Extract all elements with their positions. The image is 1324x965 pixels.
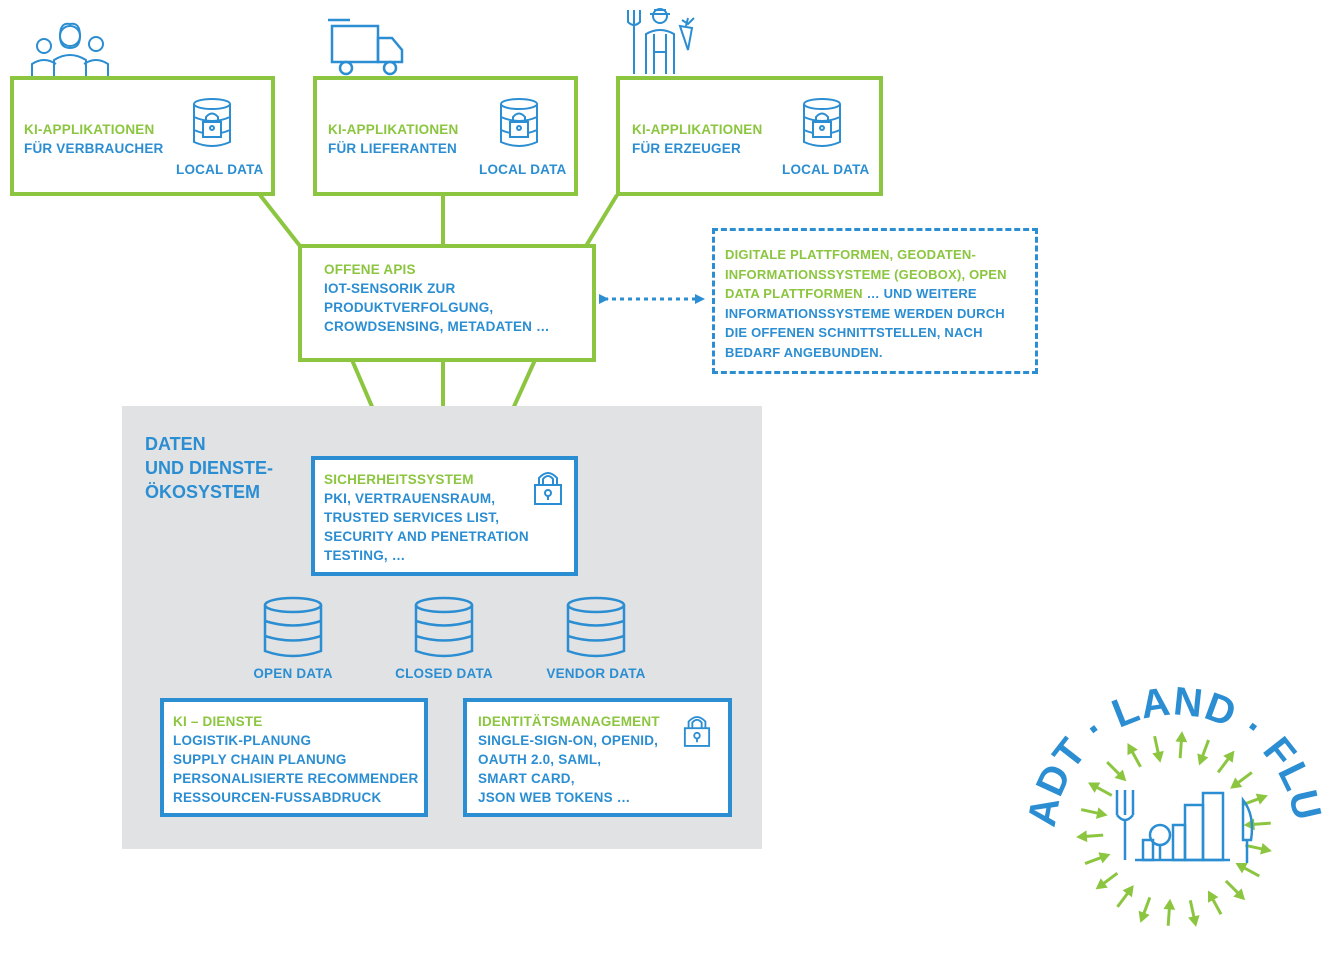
open-apis-box: OFFENE APIS IOT-SENSORIK ZUR PRODUKTVERF… [298,244,596,362]
ki-services-title: KI – DIENSTE [173,714,263,729]
vendor-data-label: VENDOR DATA [546,666,646,681]
open-apis-line-1: IOT-SENSORIK ZUR [324,281,456,296]
ki-services-line-1: LOGISTIK-PLANUNG [173,733,312,748]
identity-title: IDENTITÄTSMANAGEMENT [478,714,660,729]
logo-arrow-head [1095,807,1108,819]
security-line-1: PKI, VERTRAUENSRAUM, [324,491,496,506]
logo-arrow-head [1235,863,1248,874]
supplier-apps-title: KI-APPLIKATIONEN [328,122,459,137]
open-data-label: OPEN DATA [253,666,333,681]
logo-arrow-head [1114,769,1127,782]
logo-arrow-head [1197,753,1209,766]
supplier-local-data-label: LOCAL DATA [479,162,567,177]
logo-arrow-head [1230,777,1243,789]
producer-local-data-label: LOCAL DATA [782,162,870,177]
identity-line-2: OAUTH 2.0, SAML, [478,752,602,767]
stadt-land-fluss-logo: STADT · LAND · FLUSS [1011,630,1324,927]
logo-arrow-head [1223,750,1235,763]
logo-arrow-head [1175,731,1188,743]
consumer-apps-subtitle: FÜR VERBRAUCHER [24,141,164,156]
producer-apps-box: KI-APPLIKATIONEN FÜR ERZEUGER LOCAL DATA [616,76,883,196]
logo-arrow-head [1087,782,1101,793]
consumer-apps-box: KI-APPLIKATIONEN FÜR VERBRAUCHER LOCAL D… [10,76,275,196]
logo-arrow-head [1127,742,1138,756]
security-line-3: SECURITY AND PENETRATION [324,529,529,544]
producer-apps-subtitle: FÜR ERZEUGER [632,141,741,156]
locked-database-icon [803,98,841,147]
locked-database-icon [193,98,231,147]
open-data-database-icon [263,596,323,658]
closed-data-label: CLOSED DATA [395,666,493,681]
logo-arrow-head [1188,915,1200,927]
ecosystem-title-line-3: ÖKOSYSTEM [145,482,261,502]
line-consumer-to-apis [258,193,302,248]
platform-note-line-3-green: DATA PLATTFORMEN [725,286,863,301]
identity-management-box: IDENTITÄTSMANAGEMENT SINGLE-SIGN-ON, OPE… [463,698,732,817]
platform-note-line-2: INFORMATIONSSYSTEME (GEOBOX), OPEN [725,266,1007,282]
vendor-data-database-icon [566,596,626,658]
security-system-box: SICHERHEITSSYSTEM PKI, VERTRAUENSRAUM, T… [311,456,578,576]
supplier-apps-box: KI-APPLIKATIONEN FÜR LIEFERANTEN LOCAL D… [313,76,578,196]
identity-line-4: JSON WEB TOKENS … [478,790,631,805]
closed-data-database-icon [414,596,474,658]
consumer-apps-title: KI-APPLIKATIONEN [24,122,155,137]
platform-note-line-1: DIGITALE PLATTFORMEN, GEODATEN- [725,247,977,262]
security-title: SICHERHEITSSYSTEM [324,472,474,487]
lock-icon [683,716,711,747]
truck-icon [328,18,404,76]
logo-arrow-head [1098,852,1111,864]
logo-arrow-head [1233,888,1246,901]
platform-note-line-3-blue: … UND WEITERE [862,286,977,301]
connector-lines [258,193,705,449]
platform-note-line-6: BEDARF ANGEBUNDEN. [725,344,883,360]
ki-services-line-2: SUPPLY CHAIN PLANUNG [173,752,347,767]
logo-arrow-head [1152,750,1164,763]
line-producer-to-apis [584,193,619,248]
platform-note-line-4: INFORMATIONSSYSTEME WERDEN DURCH [725,305,1005,321]
security-line-4: TESTING, … [324,548,406,563]
ecosystem-title-line-1: DATEN [145,434,206,454]
consumer-local-data-label: LOCAL DATA [176,162,264,177]
locked-database-icon [500,98,538,147]
logo-arrow-head [1138,910,1150,923]
logo-arrow-head [1260,843,1272,855]
open-apis-title: OFFENE APIS [324,262,416,277]
logo-arrow-head [1208,890,1219,903]
producer-apps-title: KI-APPLIKATIONEN [632,122,763,137]
logo-arrow-head [1095,878,1108,890]
logo-arrow-head [1076,830,1088,843]
logo-arrow-head [1122,885,1134,898]
lock-icon [534,472,562,505]
platform-note-box: DIGITALE PLATTFORMEN, GEODATEN- INFORMAT… [712,228,1038,374]
open-apis-line-2: PRODUKTVERFOLGUNG, [324,300,494,315]
identity-line-3: SMART CARD, [478,771,575,786]
ecosystem-title: DATEN UND DIENSTE- ÖKOSYSTEM [145,432,273,504]
ki-services-box: KI – DIENSTE LOGISTIK-PLANUNG SUPPLY CHA… [160,698,428,817]
ki-services-line-4: RESSOURCEN-FUßABDRUCK [173,790,382,805]
ki-services-line-3: PERSONALISIERTE RECOMMENDER [173,771,419,786]
logo-arrow-head [1163,898,1176,910]
logo-arrow-head [1255,793,1268,805]
identity-line-1: SINGLE-SIGN-ON, OPENID, [478,733,659,748]
open-apis-line-3: CROWDSENSING, METADATEN … [324,319,550,334]
platform-note-line-5: DIE OFFENEN SCHNITTSTELLEN, NACH [725,325,983,340]
ecosystem-title-line-2: UND DIENSTE- [145,458,274,478]
security-line-2: TRUSTED SERVICES LIST, [324,510,500,525]
farmer-icon [627,8,695,74]
consumers-icon [31,22,109,76]
supplier-apps-subtitle: FÜR LIEFERANTEN [328,141,457,156]
